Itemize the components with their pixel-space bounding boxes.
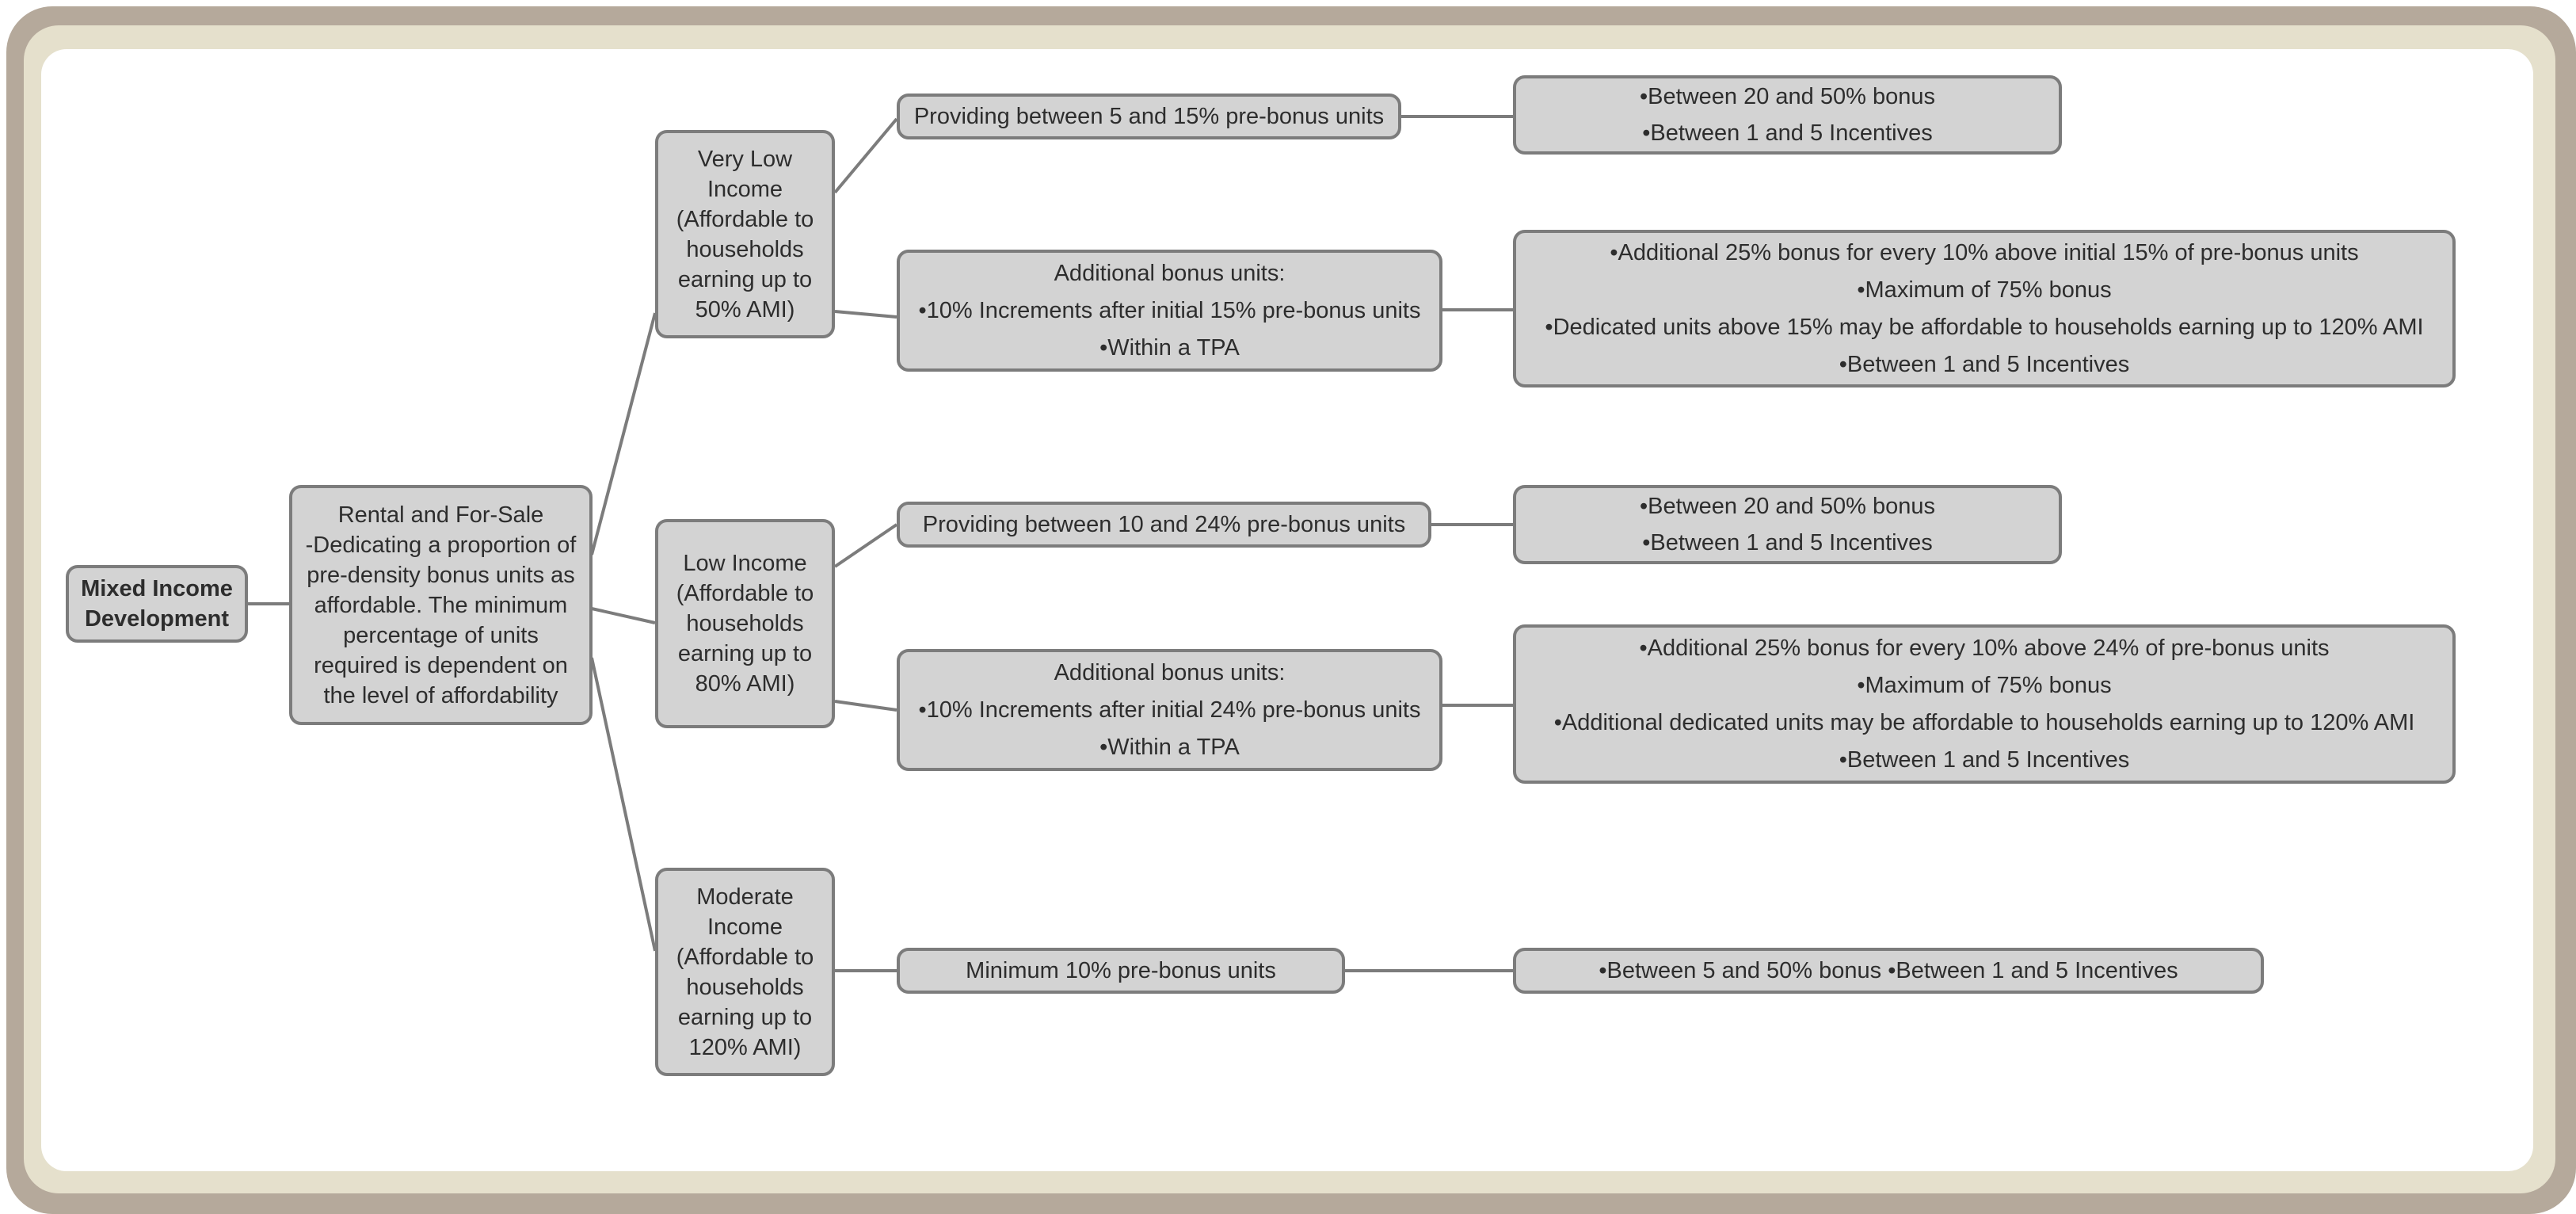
node-mi: Moderate Income (Affordable to household… [655, 868, 835, 1076]
node-vli-b-r: •Additional 25% bonus for every 10% abov… [1513, 230, 2456, 387]
node-li-b-r: •Additional 25% bonus for every 10% abov… [1513, 624, 2456, 784]
node-vli-b: Additional bonus units: •10% Increments … [897, 250, 1442, 372]
connector-rental-to-mi [590, 657, 657, 952]
node-mi-a: Minimum 10% pre-bonus units [897, 948, 1345, 994]
node-mi-a-r: •Between 5 and 50% bonus •Between 1 and … [1513, 948, 2264, 994]
node-vli-a: Providing between 5 and 15% pre-bonus un… [897, 94, 1401, 139]
node-vli-a-r: •Between 20 and 50% bonus •Between 1 and… [1513, 75, 2062, 155]
page-frame-outer [6, 6, 2576, 1214]
node-root: Mixed Income Development [66, 565, 248, 643]
node-rental: Rental and For-Sale -Dedicating a propor… [289, 485, 593, 725]
node-li-a-r: •Between 20 and 50% bonus •Between 1 and… [1513, 485, 2062, 564]
connector-rental-to-li [591, 607, 656, 624]
connector-li-to-li-a [833, 523, 898, 568]
node-li: Low Income (Affordable to households ear… [655, 519, 835, 728]
node-li-a: Providing between 10 and 24% pre-bonus u… [897, 502, 1431, 548]
connector-vli-to-vli-b [834, 310, 897, 319]
connector-li-to-li-b [834, 700, 897, 712]
connector-vli-to-vli-a [833, 117, 898, 194]
node-li-b: Additional bonus units: •10% Increments … [897, 649, 1442, 771]
connector-rental-to-vli [590, 312, 657, 555]
node-vli: Very Low Income (Affordable to household… [655, 130, 835, 338]
